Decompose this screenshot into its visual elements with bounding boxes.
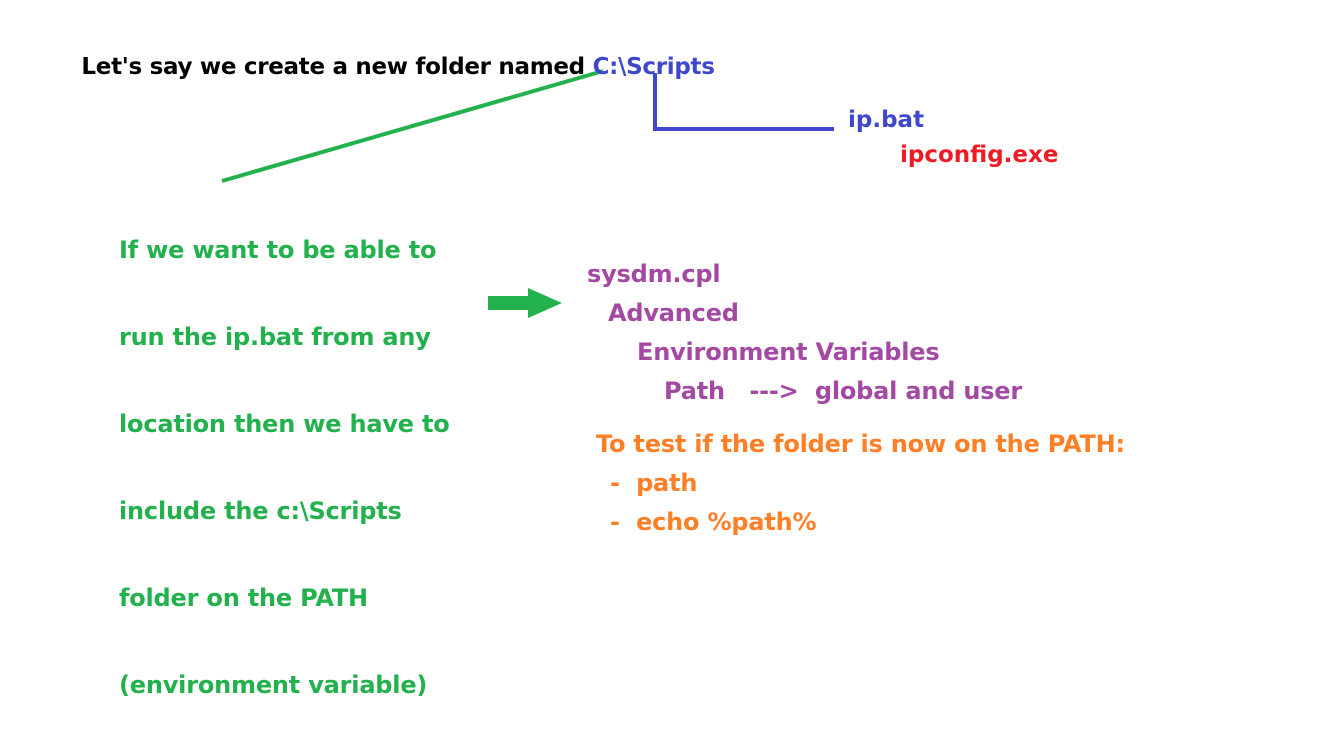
note-line: include the c:\Scripts — [119, 497, 402, 525]
file-ipconfig-exe: ipconfig.exe — [900, 142, 1059, 168]
test-heading: To test if the folder is now on the PATH… — [596, 430, 1125, 458]
connector-drawing — [221, 69, 834, 318]
file-ip-bat: ip.bat — [848, 107, 925, 133]
path-explanation-note: If we want to be able to run the ip.bat … — [119, 186, 450, 732]
step-path: Path ---> global and user — [664, 377, 1023, 405]
step-sysdm-cpl: sysdm.cpl — [587, 260, 721, 288]
path-test-block: To test if the folder is now on the PATH… — [596, 430, 1125, 547]
tree-connector-line — [653, 73, 834, 131]
note-line: (environment variable) — [119, 671, 428, 699]
note-pointer-line — [221, 69, 604, 183]
note-line: folder on the PATH — [119, 584, 368, 612]
right-arrow-icon — [488, 288, 562, 318]
note-line: location then we have to — [119, 410, 450, 438]
folder-name: C:\Scripts — [592, 54, 715, 80]
step-environment-variables: Environment Variables — [637, 338, 940, 366]
title-prefix: Let's say we create a new folder named — [81, 54, 593, 80]
test-item: - path — [610, 469, 698, 497]
title-line: Let's say we create a new folder named C… — [66, 33, 715, 79]
step-advanced: Advanced — [608, 299, 739, 327]
note-line: run the ip.bat from any — [119, 323, 431, 351]
note-line: If we want to be able to — [119, 236, 437, 264]
test-item: - echo %path% — [610, 508, 817, 536]
